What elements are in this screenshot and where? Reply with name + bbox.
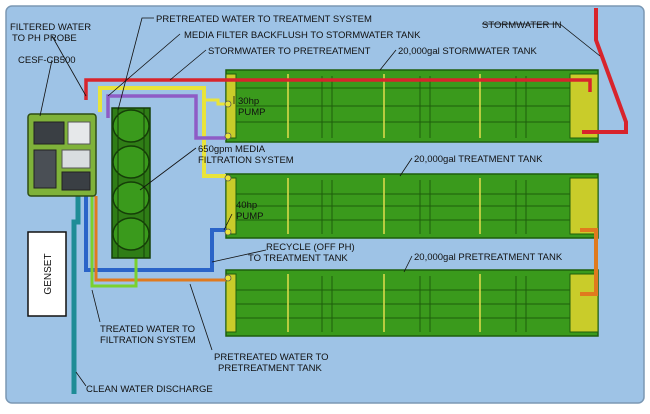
stormwater-to-pretreatment-pipe: [84, 78, 592, 100]
clean-water-discharge-pipe: [71, 196, 81, 394]
pump-30hp-outlet-icon: [224, 132, 232, 140]
stormwater-tank: [225, 69, 599, 143]
pump-40hp-icon: [224, 228, 232, 236]
pump-30hp-icon: [224, 100, 232, 108]
label-pretreat-tank: 20,000gal PRETREATMENT TANK: [414, 252, 563, 263]
label-cesf: CESF-CB500: [18, 55, 76, 66]
genset: GENSET: [27, 231, 67, 317]
label-recycle-1: RECYCLE (OFF PH): [266, 242, 355, 253]
pretreatment-tank-body: [225, 269, 599, 337]
label-filtered-water-2: TO PH PROBE: [12, 33, 77, 44]
label-treated-2: FILTRATION SYSTEM: [100, 335, 196, 346]
treatment-inlet-icon: [224, 174, 232, 182]
backflush-pipe: [106, 94, 226, 140]
treated-to-filtration-pipe: [90, 196, 138, 288]
pump30-feed-pipe: [202, 90, 226, 106]
label-pump40-2: PUMP: [236, 211, 263, 222]
treatment-tank-start: [225, 177, 237, 235]
label-stormwater-in: STORMWATER IN: [482, 20, 562, 31]
label-treatment-tank: 20,000gal TREATMENT TANK: [414, 154, 543, 165]
label-storm-tank: 20,000gal STORMWATER TANK: [398, 46, 538, 57]
recycle-pipe: [84, 196, 226, 272]
leader-lines: [39, 17, 601, 387]
label-pretreated-to-treatment: PRETREATED WATER TO TREATMENT SYSTEM: [156, 14, 372, 25]
genset-box: [27, 231, 67, 317]
label-media-2: FILTRATION SYSTEM: [198, 155, 294, 166]
pretreatment-tank-end: [569, 273, 599, 333]
label-recycle-2: TO TREATMENT TANK: [248, 253, 348, 264]
label-pump30-2: PUMP: [238, 107, 265, 118]
stormwater-in-pipe: [582, 8, 628, 134]
genset-label: GENSET: [43, 253, 54, 294]
tank-transfer-pipe: [580, 228, 598, 296]
label-treated-1: TREATED WATER TO: [100, 324, 195, 335]
labels: FILTERED WATER TO PH PROBE CESF-CB500 PR…: [10, 14, 563, 395]
label-media-1: 650gpm MEDIA: [198, 144, 266, 155]
label-filtered-water-1: FILTERED WATER: [10, 22, 91, 33]
pretreatment-tank: [225, 269, 599, 337]
label-pre-to-tank-2: PRETREATMENT TANK: [218, 363, 322, 374]
pretreated-to-treatment-pipe: [98, 86, 226, 178]
pretreatment-inlet-icon: [224, 274, 232, 282]
pretreatment-tank-start: [225, 273, 237, 333]
label-pump40-1: 40hp: [236, 200, 257, 211]
label-pre-to-tank-1: PRETREATED WATER TO: [214, 352, 329, 363]
pretreated-to-pretreatment-pipe: [94, 196, 226, 282]
label-storm-to-pre: STORMWATER TO PRETREATMENT: [208, 46, 371, 57]
treatment-tank: [225, 173, 599, 239]
treatment-tank-end: [569, 177, 599, 235]
label-backflush: MEDIA FILTER BACKFLUSH TO STORMWATER TAN…: [184, 30, 421, 41]
stormwater-tank-end: [569, 73, 599, 139]
label-pump30-1: 30hp: [238, 96, 259, 107]
cesf-cb500-unit: [27, 113, 97, 197]
media-filtration-system: [111, 107, 151, 259]
label-clean-discharge: CLEAN WATER DISCHARGE: [86, 384, 213, 395]
